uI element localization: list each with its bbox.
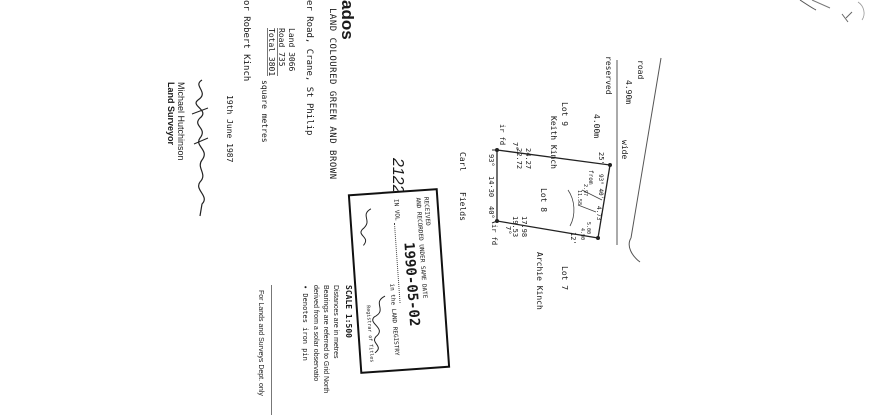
fields-label: Fields — [458, 192, 467, 221]
small-label-2: 11.58 — [576, 190, 582, 206]
road-width-b: 4.00m — [592, 114, 601, 139]
iron-pin-bottom: ir fd — [490, 224, 498, 246]
dist-2427: 24.27 — [524, 148, 532, 170]
wide-label: wide — [620, 140, 629, 160]
scale-text: SCALE 1:500 — [344, 285, 353, 338]
carl-label: Carl — [458, 152, 467, 172]
registry-stamp: RECEIVED AND RECORDED UNDER SAME DATE 19… — [347, 188, 451, 374]
lot9-owner: Keith Kinch — [549, 116, 558, 169]
angle-12: 12' — [569, 232, 577, 245]
small-label-3: 5.00 — [585, 222, 591, 235]
bearing-93: 93° — [487, 154, 495, 167]
reserved-label: reserved — [604, 56, 613, 95]
stamp-line-3: IN VOL — [392, 198, 401, 221]
lot8-label: Lot 8 — [539, 188, 548, 213]
road-label: road — [636, 60, 645, 80]
dist-1953: 19.53 — [511, 216, 519, 238]
small-label-4: 4.90 — [579, 228, 585, 241]
dist-2272: 22.72 — [515, 148, 523, 170]
road-width: 4.90m — [624, 80, 633, 105]
road-dist: 4.73 — [595, 206, 602, 221]
road-bearing: 93° 40' — [597, 174, 604, 200]
distance-note: Distances are in metres — [332, 285, 339, 359]
from-label: from — [587, 170, 594, 185]
lot7-label: Lot 7 — [560, 266, 569, 291]
small-label-1: 2.97 — [582, 184, 588, 197]
angle-25: 25' — [597, 152, 605, 165]
dept-note: For Lands and Surveys Dept. only — [257, 290, 264, 396]
bearing-note-2: derived from a solar observatio — [312, 285, 319, 382]
stamp-initials — [360, 208, 372, 246]
handwritten-number: 2122 — [389, 158, 406, 194]
registrar-signature — [372, 295, 386, 354]
dist-1798: 17.98 — [520, 216, 528, 238]
bearing-note-1: Bearings are referred to Grid North — [322, 285, 329, 394]
stamp-title: RECEIVED — [422, 196, 432, 227]
lot9-label: Lot 9 — [560, 102, 569, 127]
dist-1430: 14·30 — [487, 176, 495, 198]
bearing-40: 40° — [487, 206, 495, 219]
angle-bottom: 7° — [504, 226, 512, 235]
iron-pin-note: • Denotes iron pin — [301, 285, 309, 361]
notes-divider — [271, 285, 272, 415]
iron-pin-top: ir fd — [498, 124, 506, 146]
surveyor-signature — [191, 79, 209, 217]
lot7-owner: Archie Kinch — [535, 252, 544, 310]
